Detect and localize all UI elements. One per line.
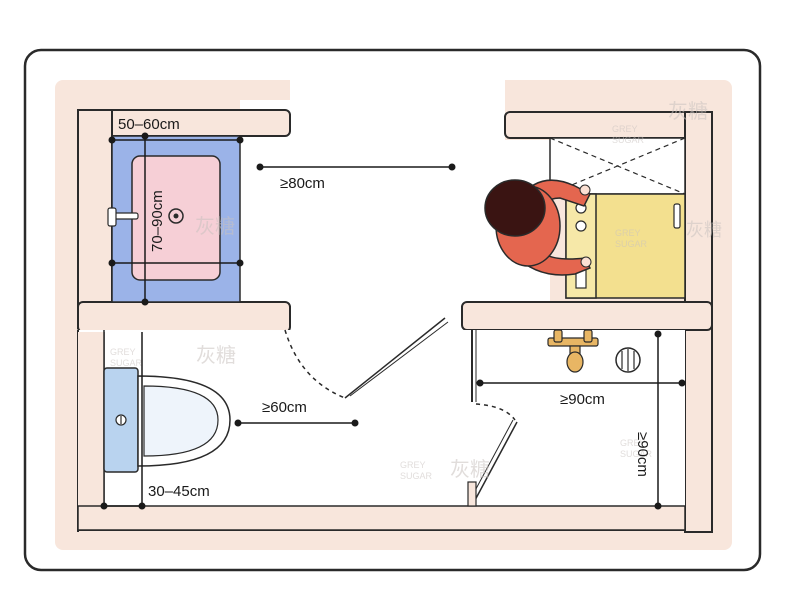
lower-bottom-wall [77, 505, 686, 531]
shower-door-panel [473, 421, 518, 503]
svg-text:灰糖: 灰糖 [196, 344, 236, 367]
dim-shower-depth: ≥90cm [634, 330, 662, 510]
person-hand-1 [579, 184, 591, 196]
svg-text:70–90cm: 70–90cm [149, 190, 166, 252]
door-swing-left [284, 329, 346, 399]
person-head [484, 179, 546, 237]
svg-text:30–45cm: 30–45cm [148, 483, 210, 500]
toilet-seat-inner [143, 385, 219, 457]
watermark-4: GREY SUGAR 灰糖 [615, 220, 722, 249]
dim-sink-depth: 70–90cm [141, 132, 166, 306]
shower-door-swing [475, 403, 516, 421]
shower-head-icon [566, 351, 584, 373]
lower-left-wall [78, 332, 104, 508]
svg-text:GREY: GREY [110, 347, 136, 357]
svg-text:GREY: GREY [400, 460, 426, 470]
shower-faucet-left [553, 329, 563, 343]
svg-text:灰糖: 灰糖 [450, 458, 490, 481]
dim-clearance-front-toilet: ≥60cm [234, 399, 359, 427]
door-panel-left-2 [349, 321, 449, 397]
svg-text:SUGAR: SUGAR [615, 239, 648, 249]
svg-text:灰糖: 灰糖 [668, 100, 708, 123]
svg-text:GREY: GREY [615, 228, 641, 238]
open-floor-top [290, 60, 505, 140]
watermark-2: GREY SUGAR 灰糖 [400, 458, 490, 481]
watermark-3: GREY SUGAR 灰糖 [612, 100, 708, 145]
faucet-base [107, 207, 117, 227]
svg-text:灰糖: 灰糖 [195, 215, 235, 238]
sink-left-wall [77, 109, 113, 329]
svg-text:GREY: GREY [612, 124, 638, 134]
dim-clearance-front-sink: ≥80cm [256, 163, 456, 192]
svg-text:SUGAR: SUGAR [400, 471, 433, 481]
svg-text:≥90cm: ≥90cm [560, 391, 605, 408]
svg-text:灰糖: 灰糖 [686, 220, 722, 240]
partition-left [77, 301, 291, 333]
watermark-1: GREY SUGAR 灰糖 [110, 344, 236, 368]
svg-text:≥90cm: ≥90cm [634, 432, 651, 477]
door-panel-left [344, 317, 446, 399]
washer-knob-2 [575, 220, 587, 232]
drain-center [173, 213, 179, 219]
washer-handle [673, 203, 681, 229]
dim-sink-width: 50–60cm [108, 116, 244, 144]
dim-toilet-side: 30–45cm [100, 332, 210, 510]
svg-text:≥60cm: ≥60cm [262, 399, 307, 416]
svg-text:SUGAR: SUGAR [620, 449, 653, 459]
dim-sink-front-line [108, 259, 244, 267]
drain-icon [168, 208, 184, 224]
shower-faucet-right [583, 329, 593, 343]
svg-text:SUGAR: SUGAR [612, 135, 645, 145]
watermark-5: 灰糖 GREY SUGAR [195, 215, 653, 459]
person-hand-2 [580, 256, 592, 268]
shower-door-panel-2 [469, 419, 514, 501]
shower-door-stop [467, 481, 477, 507]
dim-shower-width: ≥90cm [476, 379, 686, 408]
svg-text:SUGAR: SUGAR [110, 358, 143, 368]
partition-right [461, 301, 713, 331]
svg-text:50–60cm: 50–60cm [118, 116, 180, 133]
svg-text:≥80cm: ≥80cm [280, 175, 325, 192]
svg-text:GREY: GREY [620, 438, 646, 448]
